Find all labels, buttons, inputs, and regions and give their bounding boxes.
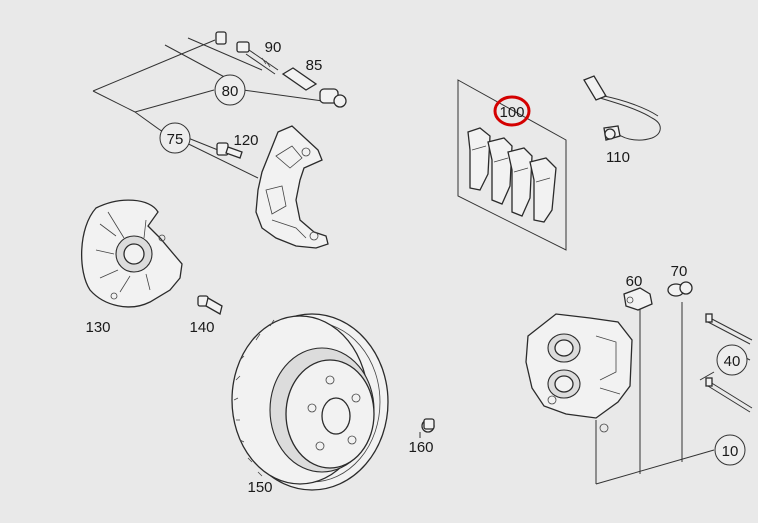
label-90: 90: [265, 39, 282, 56]
bleed-screw-60[interactable]: [623, 287, 653, 311]
label-130: 130: [85, 319, 110, 336]
label-160: 160: [408, 439, 433, 456]
label-70: 70: [671, 263, 688, 280]
label-100: 100: [499, 104, 524, 121]
callout-75[interactable]: [159, 122, 191, 154]
wear-sensor-110[interactable]: [583, 75, 661, 141]
label-75: 75: [167, 131, 184, 148]
callout-40[interactable]: [716, 344, 748, 376]
cap-70[interactable]: [667, 281, 693, 297]
leader-lines-top-left: [92, 37, 331, 179]
highlighted-callout-100[interactable]: 100: [493, 95, 531, 127]
label-150: 150: [247, 479, 272, 496]
label-110: 110: [606, 149, 630, 166]
guide-pins-40[interactable]: [705, 313, 753, 413]
label-80: 80: [222, 83, 239, 100]
highlight-ring: [493, 95, 531, 127]
bolt-140[interactable]: [197, 295, 223, 315]
washer-top[interactable]: [215, 31, 227, 45]
sleeve-85[interactable]: [281, 67, 347, 108]
dust-shield-130[interactable]: [81, 199, 183, 308]
brake-disc-150[interactable]: [231, 313, 389, 491]
label-85: 85: [306, 57, 323, 74]
caliper-bracket[interactable]: [255, 125, 329, 249]
label-120: 120: [233, 132, 258, 149]
bolt-120[interactable]: [216, 142, 243, 159]
screw-160[interactable]: [421, 418, 435, 433]
brake-pad-set-100[interactable]: [457, 79, 567, 251]
pad-set-frame: [457, 79, 567, 251]
label-40: 40: [724, 353, 741, 370]
caliper-housing[interactable]: [525, 313, 633, 433]
label-10: 10: [722, 443, 739, 460]
callout-10[interactable]: [714, 434, 746, 466]
label-60: 60: [626, 273, 643, 290]
label-140: 140: [189, 319, 214, 336]
bolt-90[interactable]: [236, 41, 279, 75]
callout-80[interactable]: [214, 74, 246, 106]
